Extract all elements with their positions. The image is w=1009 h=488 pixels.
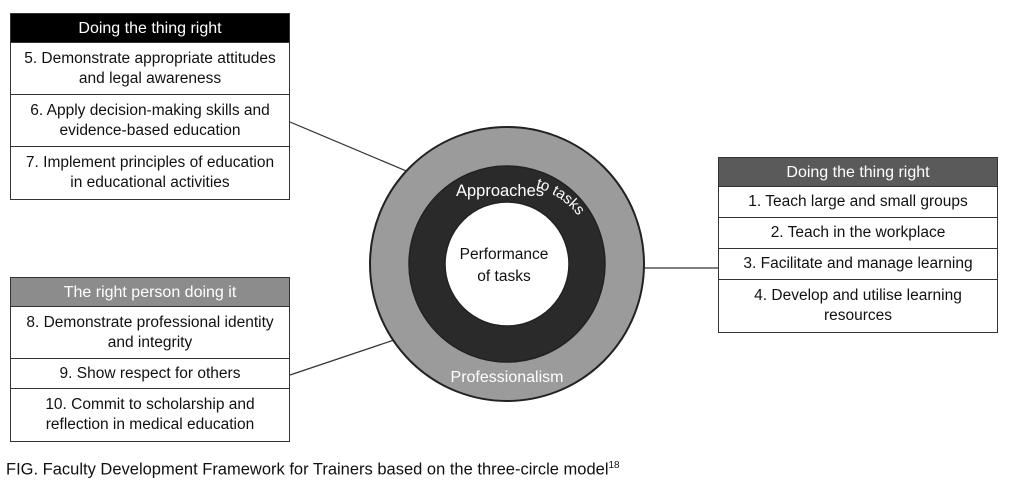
- list-item-8: 8. Demonstrate professional identity and …: [11, 307, 289, 359]
- list-item-6-line2: evidence-based education: [59, 121, 241, 139]
- list-item-8-line2: and integrity: [107, 333, 193, 351]
- list-item-1: 1. Teach large and small groups: [719, 187, 997, 218]
- box-bottom-left-header: The right person doing it: [11, 278, 289, 307]
- list-item-7-line2: in educational activities: [70, 174, 230, 191]
- list-item-5-line1: 5. Demonstrate appropriate attitudes: [24, 49, 276, 67]
- box-right-header: Doing the thing right: [719, 158, 997, 187]
- list-item-7: 7. Implement principles of education in e…: [11, 147, 289, 199]
- outer-ring-label: Professionalism: [451, 369, 564, 386]
- middle-ring-label: Approaches: [456, 182, 544, 200]
- list-item-5-line2: and legal awareness: [78, 69, 222, 87]
- inner-circle-label-line1: Performance: [460, 246, 549, 263]
- caption-reference: 18: [608, 460, 620, 471]
- box-doing-thing-right-left: Doing the thing right 5. Demonstrate app…: [10, 13, 290, 200]
- list-item-8-line1: 8. Demonstrate professional identity: [26, 313, 274, 331]
- list-item-7-line1: 7. Implement principles of education: [25, 154, 275, 171]
- connector-line-bottom-left: [289, 337, 401, 376]
- list-item-4-line1: 4. Develop and utilise learning: [754, 287, 962, 304]
- list-item-9-line1: 9. Show respect for others: [59, 364, 241, 382]
- list-item-3: 3. Facilitate and manage learning: [719, 249, 997, 280]
- box-right-person-doing-it: The right person doing it 8. Demonstrate…: [10, 277, 290, 442]
- figure-caption: FIG. Faculty Development Framework for T…: [6, 460, 620, 480]
- list-item-6: 6. Apply decision-making skills and evide…: [11, 95, 289, 147]
- list-item-10-line1: 10. Commit to scholarship and: [45, 396, 255, 413]
- box-doing-thing-right-right: Doing the thing right 1. Teach large and…: [718, 157, 998, 333]
- inner-circle-performance: [444, 201, 570, 327]
- list-item-10: 10. Commit to scholarship and reflection …: [11, 389, 289, 441]
- list-item-1-line1: 1. Teach large and small groups: [748, 193, 968, 210]
- list-item-9: 9. Show respect for others: [11, 359, 289, 389]
- list-item-2-line1: 2. Teach in the workplace: [770, 224, 946, 241]
- list-item-4: 4. Develop and utilise learning resources: [719, 280, 997, 332]
- list-item-3-line1: 3. Facilitate and manage learning: [743, 255, 973, 272]
- inner-circle-label-line2: of tasks: [477, 268, 531, 285]
- list-item-5: 5. Demonstrate appropriate attitudes and …: [11, 43, 289, 95]
- list-item-2: 2. Teach in the workplace: [719, 218, 997, 249]
- box-top-left-header: Doing the thing right: [11, 14, 289, 43]
- list-item-10-line2: reflection in medical education: [45, 416, 255, 433]
- list-item-6-line1: 6. Apply decision-making skills and: [30, 101, 270, 119]
- list-item-4-line2: resources: [823, 307, 893, 324]
- caption-text: FIG. Faculty Development Framework for T…: [6, 460, 609, 479]
